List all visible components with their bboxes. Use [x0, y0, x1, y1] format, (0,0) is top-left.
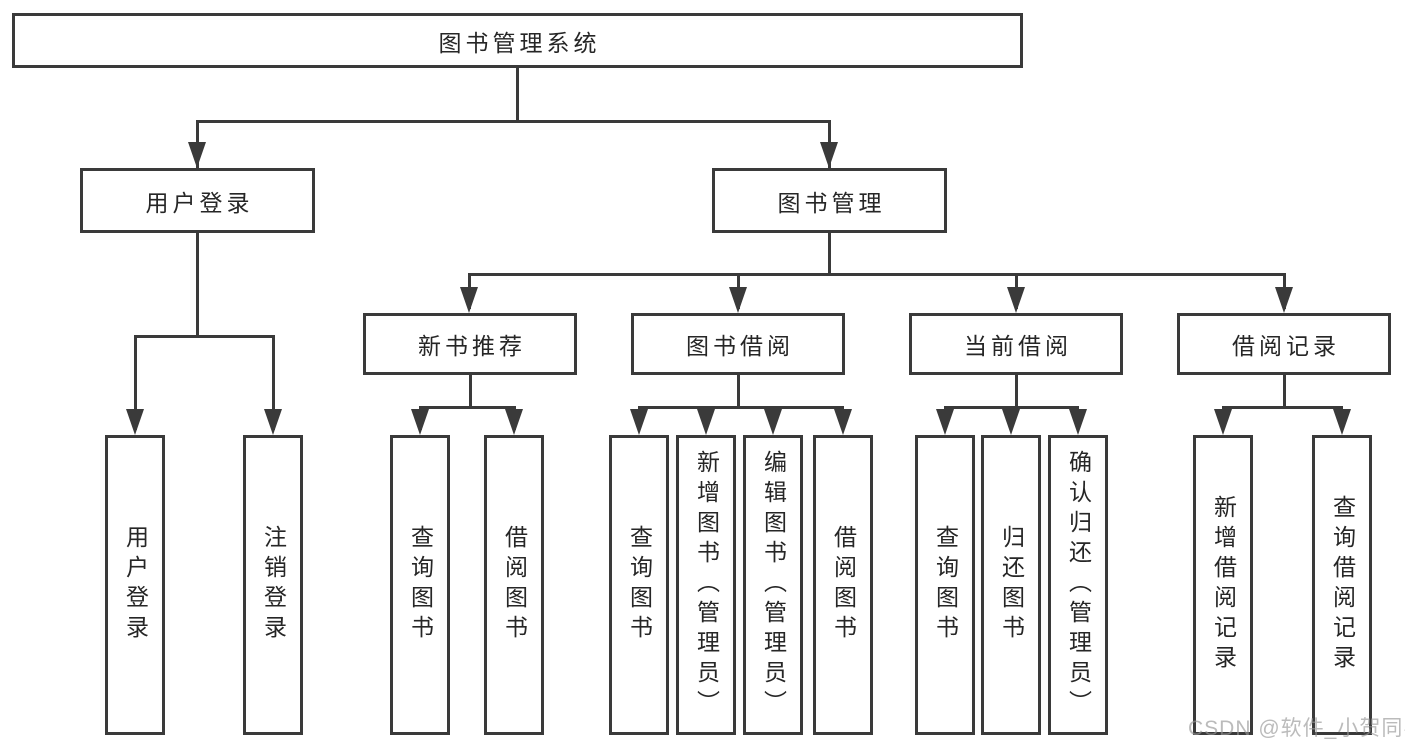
node-label: 图书管理 — [777, 189, 886, 216]
arrow-down-icon — [1214, 409, 1232, 435]
node-leaf-logout: 注销登录 — [243, 435, 303, 735]
node-label: 新增借阅记录 — [1210, 495, 1237, 675]
node-leaf-query-books-current: 查询图书 — [915, 435, 975, 735]
node-label: 图书借阅 — [686, 333, 794, 359]
node-label: 新增图书（管理员） — [693, 450, 720, 720]
node-label: 归还图书 — [998, 525, 1025, 645]
node-label: 借阅图书 — [830, 525, 857, 645]
connector-line — [638, 406, 844, 409]
connector-line — [469, 375, 472, 406]
arrow-down-icon — [126, 409, 144, 435]
arrow-down-icon — [1002, 409, 1020, 435]
arrow-down-icon — [834, 409, 852, 435]
arrow-down-icon — [1007, 287, 1025, 313]
connector-line — [1222, 406, 1343, 409]
arrow-down-icon — [411, 409, 429, 435]
node-leaf-query-borrow-record: 查询借阅记录 — [1312, 435, 1372, 735]
connector-line — [1015, 375, 1018, 406]
arrow-down-icon — [936, 409, 954, 435]
node-label: 查询借阅记录 — [1329, 495, 1356, 675]
node-label: 查询图书 — [626, 525, 653, 645]
node-label: 新书推荐 — [418, 333, 526, 359]
connector-line — [134, 335, 275, 338]
node-label: 确认归还（管理员） — [1065, 450, 1092, 720]
node-label: 用户登录 — [145, 189, 254, 216]
node-leaf-query-books-recommend: 查询图书 — [390, 435, 450, 735]
node-user-login: 用户登录 — [80, 168, 315, 233]
node-new-book-recommend: 新书推荐 — [363, 313, 577, 375]
node-leaf-borrow-books: 借阅图书 — [813, 435, 873, 735]
node-borrow-records: 借阅记录 — [1177, 313, 1391, 375]
arrow-down-icon — [764, 409, 782, 435]
node-current-borrow: 当前借阅 — [909, 313, 1123, 375]
node-leaf-user-login: 用户登录 — [105, 435, 165, 735]
arrow-down-icon — [505, 409, 523, 435]
node-leaf-add-books-admin: 新增图书（管理员） — [676, 435, 736, 735]
connector-line — [468, 273, 1285, 276]
arrow-down-icon — [1069, 409, 1087, 435]
node-book-management: 图书管理 — [712, 168, 947, 233]
node-leaf-query-books-borrow: 查询图书 — [609, 435, 669, 735]
arrow-down-icon — [460, 287, 478, 313]
arrow-down-icon — [1333, 409, 1351, 435]
node-label: 图书管理系统 — [438, 29, 601, 56]
connector-line — [134, 335, 137, 430]
node-root: 图书管理系统 — [12, 13, 1023, 68]
node-leaf-borrow-books-recommend: 借阅图书 — [484, 435, 544, 735]
connector-line — [1283, 375, 1286, 406]
connector-line — [196, 120, 831, 123]
node-leaf-add-borrow-record: 新增借阅记录 — [1193, 435, 1253, 735]
node-leaf-confirm-return-admin: 确认归还（管理员） — [1048, 435, 1108, 735]
arrow-down-icon — [188, 142, 206, 168]
node-book-borrow: 图书借阅 — [631, 313, 845, 375]
node-label: 用户登录 — [122, 525, 149, 645]
arrow-down-icon — [630, 409, 648, 435]
node-label: 编辑图书（管理员） — [760, 450, 787, 720]
arrow-down-icon — [820, 142, 838, 168]
node-label: 借阅记录 — [1232, 333, 1340, 359]
node-label: 查询图书 — [407, 525, 434, 645]
node-label: 查询图书 — [932, 525, 959, 645]
connector-line — [828, 233, 831, 273]
connector-line — [196, 233, 199, 335]
connector-line — [737, 375, 740, 406]
connector-line — [516, 68, 519, 120]
node-leaf-return-books: 归还图书 — [981, 435, 1041, 735]
arrow-down-icon — [697, 409, 715, 435]
arrow-down-icon — [264, 409, 282, 435]
node-label: 借阅图书 — [501, 525, 528, 645]
connector-line — [944, 406, 1079, 409]
watermark: CSDN @软件_小贺同学 — [1188, 717, 1405, 740]
node-leaf-edit-books-admin: 编辑图书（管理员） — [743, 435, 803, 735]
arrow-down-icon — [1275, 287, 1293, 313]
node-label: 注销登录 — [260, 525, 287, 645]
connector-line — [272, 335, 275, 430]
arrow-down-icon — [729, 287, 747, 313]
connector-line — [419, 406, 515, 409]
node-label: 当前借阅 — [964, 333, 1072, 359]
